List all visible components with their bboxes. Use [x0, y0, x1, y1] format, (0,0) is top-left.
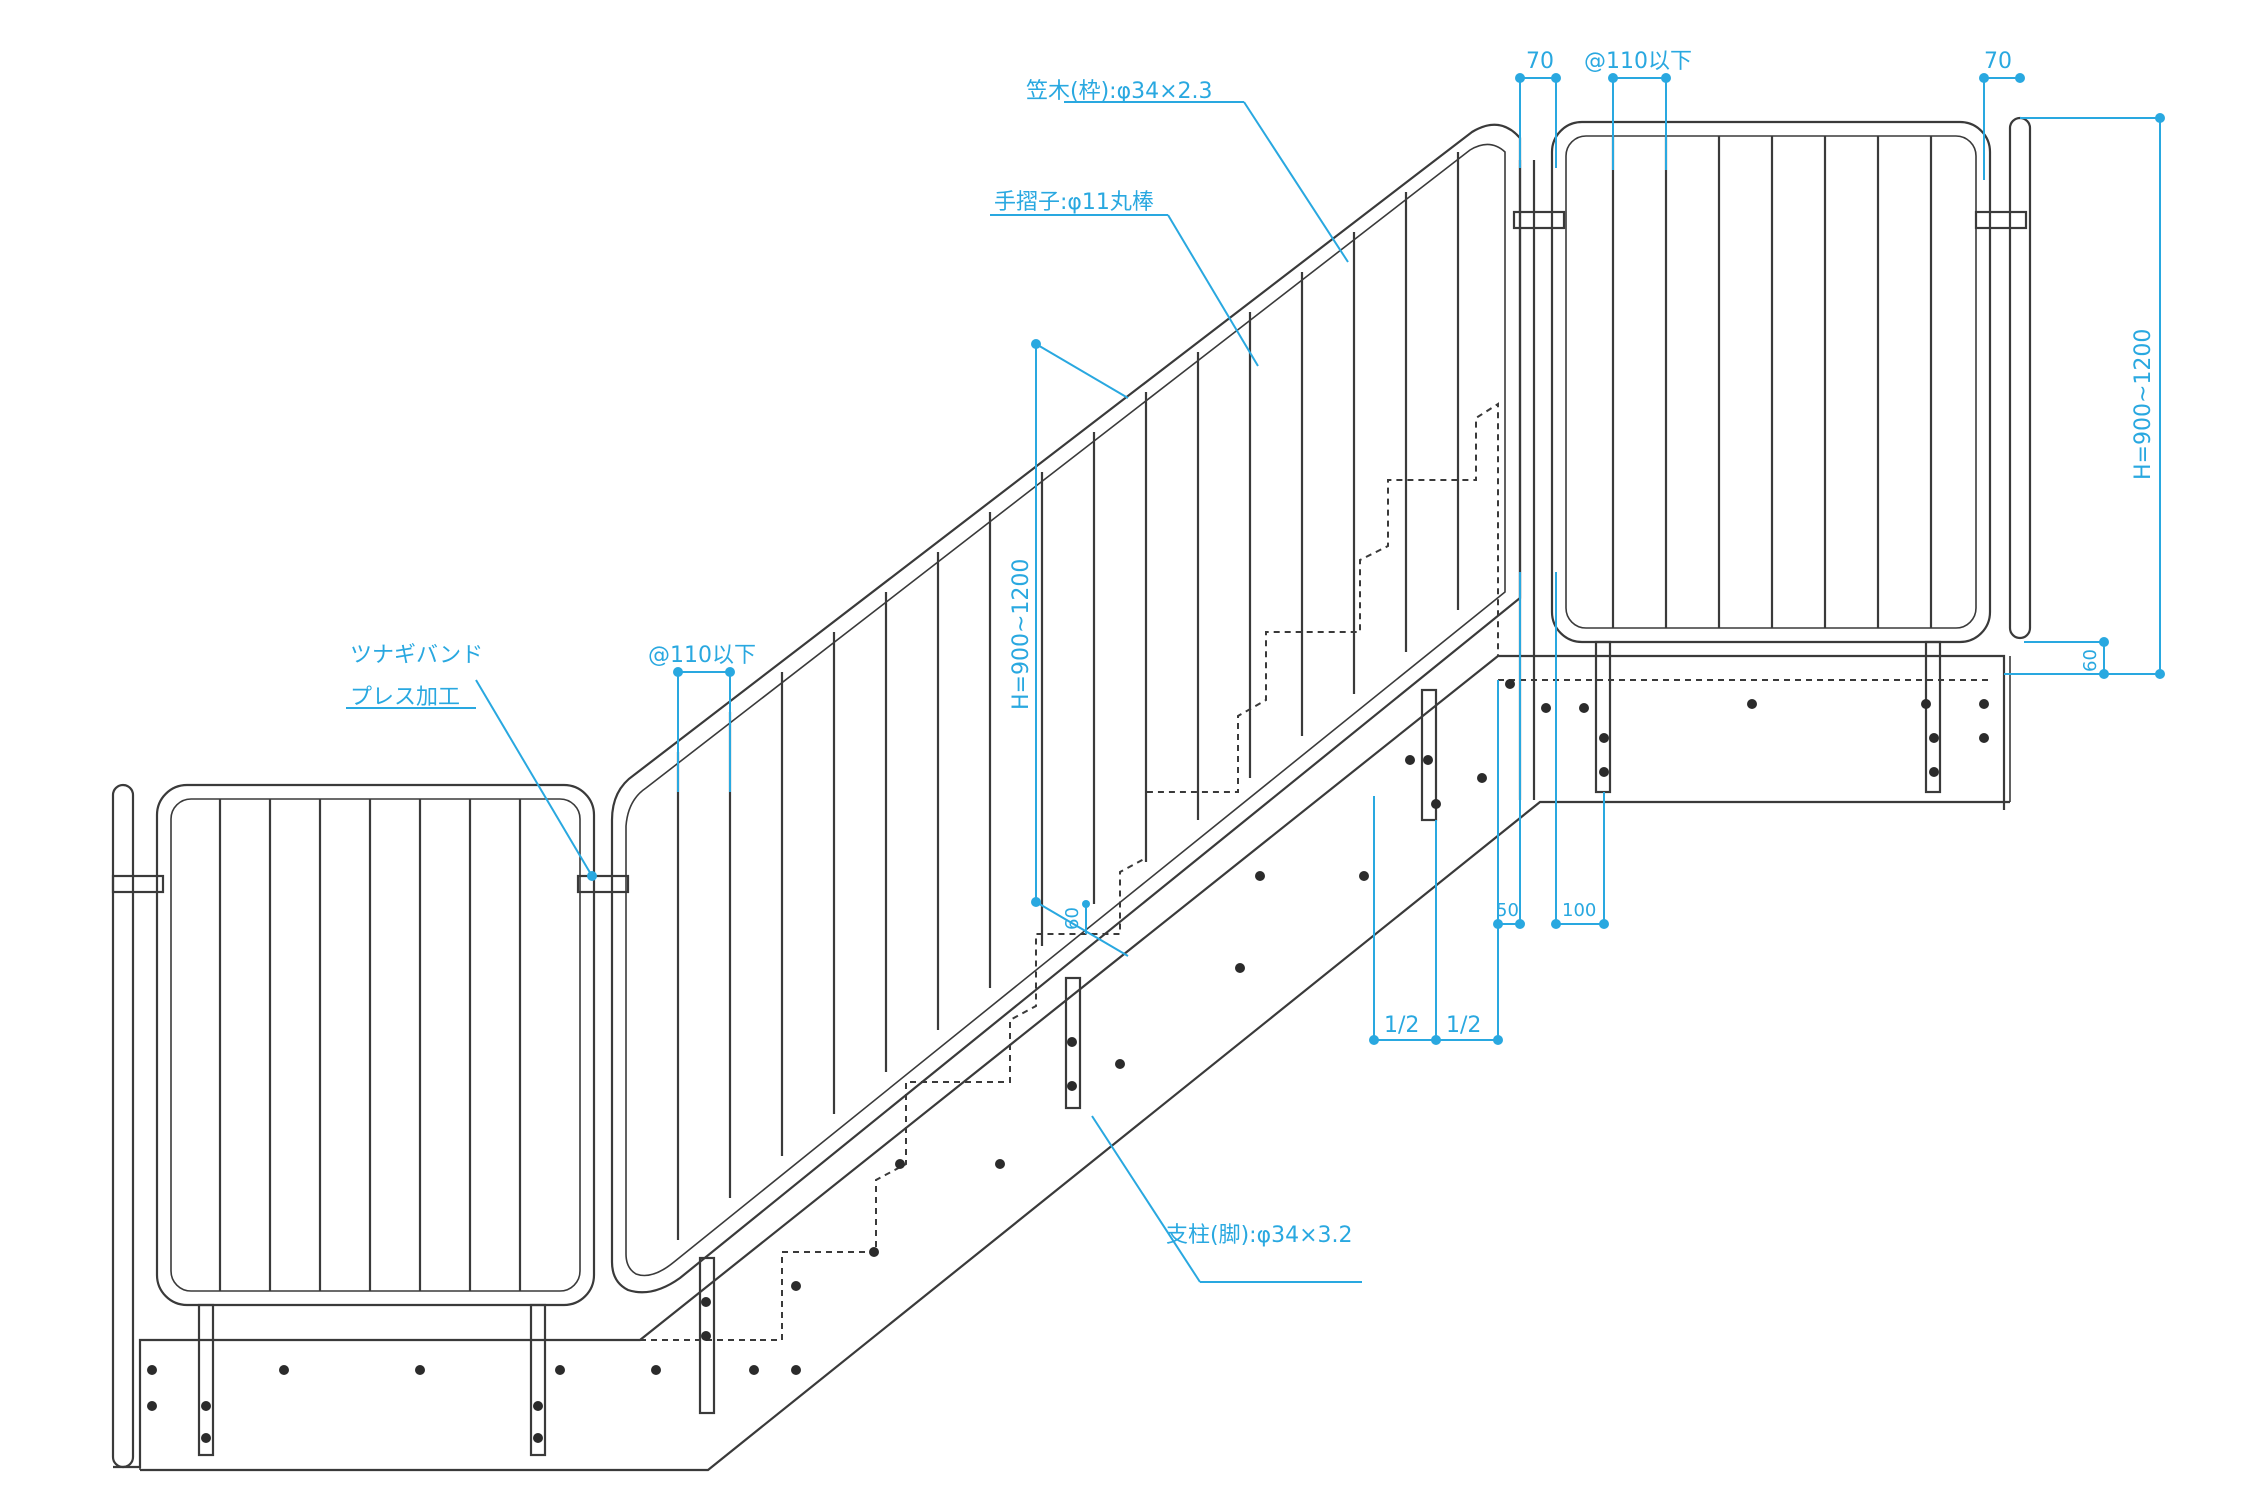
bolts [147, 679, 1989, 1443]
band-label-line2: プレス加工 [350, 685, 460, 710]
band-label-line1: ツナギバンド [350, 643, 483, 668]
stair-structure [113, 402, 2011, 1472]
dim-60-right: 60 [2080, 649, 2101, 672]
dim-50: 50 [1496, 900, 1519, 921]
dim-60-stair: 60 [1062, 907, 1083, 930]
stair-railing [610, 123, 1522, 1415]
dim-half-a: 1/2 [1384, 1013, 1419, 1038]
pitch-left-label: @110以下 [648, 643, 756, 668]
pitch-right-label: @110以下 [1584, 49, 1692, 74]
labels: 笠木(枠):φ34×2.3 手摺子:φ11丸棒 支柱(脚):φ34×3.2 ツナ… [350, 49, 2156, 1248]
dim-70-b: 70 [1984, 49, 2012, 74]
annotations [346, 73, 2165, 1283]
right-landing-railing [1512, 116, 2032, 800]
left-band [111, 874, 165, 894]
left-landing-railing [111, 783, 630, 1469]
joint-band [576, 874, 630, 894]
post-label: 支柱(脚):φ34×3.2 [1166, 1223, 1353, 1248]
left-balusters [218, 799, 522, 1291]
stair-balusters [676, 152, 1460, 1240]
dim-70-a: 70 [1526, 49, 1554, 74]
dim-100: 100 [1562, 900, 1596, 921]
top-rail-label: 笠木(枠):φ34×2.3 [1026, 79, 1213, 104]
height-stair-label: H=900~1200 [1009, 559, 1034, 710]
baluster-label: 手摺子:φ11丸棒 [994, 190, 1154, 215]
dim-half-b: 1/2 [1446, 1013, 1481, 1038]
height-right-label: H=900~1200 [2131, 329, 2156, 480]
right-balusters [1611, 136, 1933, 628]
